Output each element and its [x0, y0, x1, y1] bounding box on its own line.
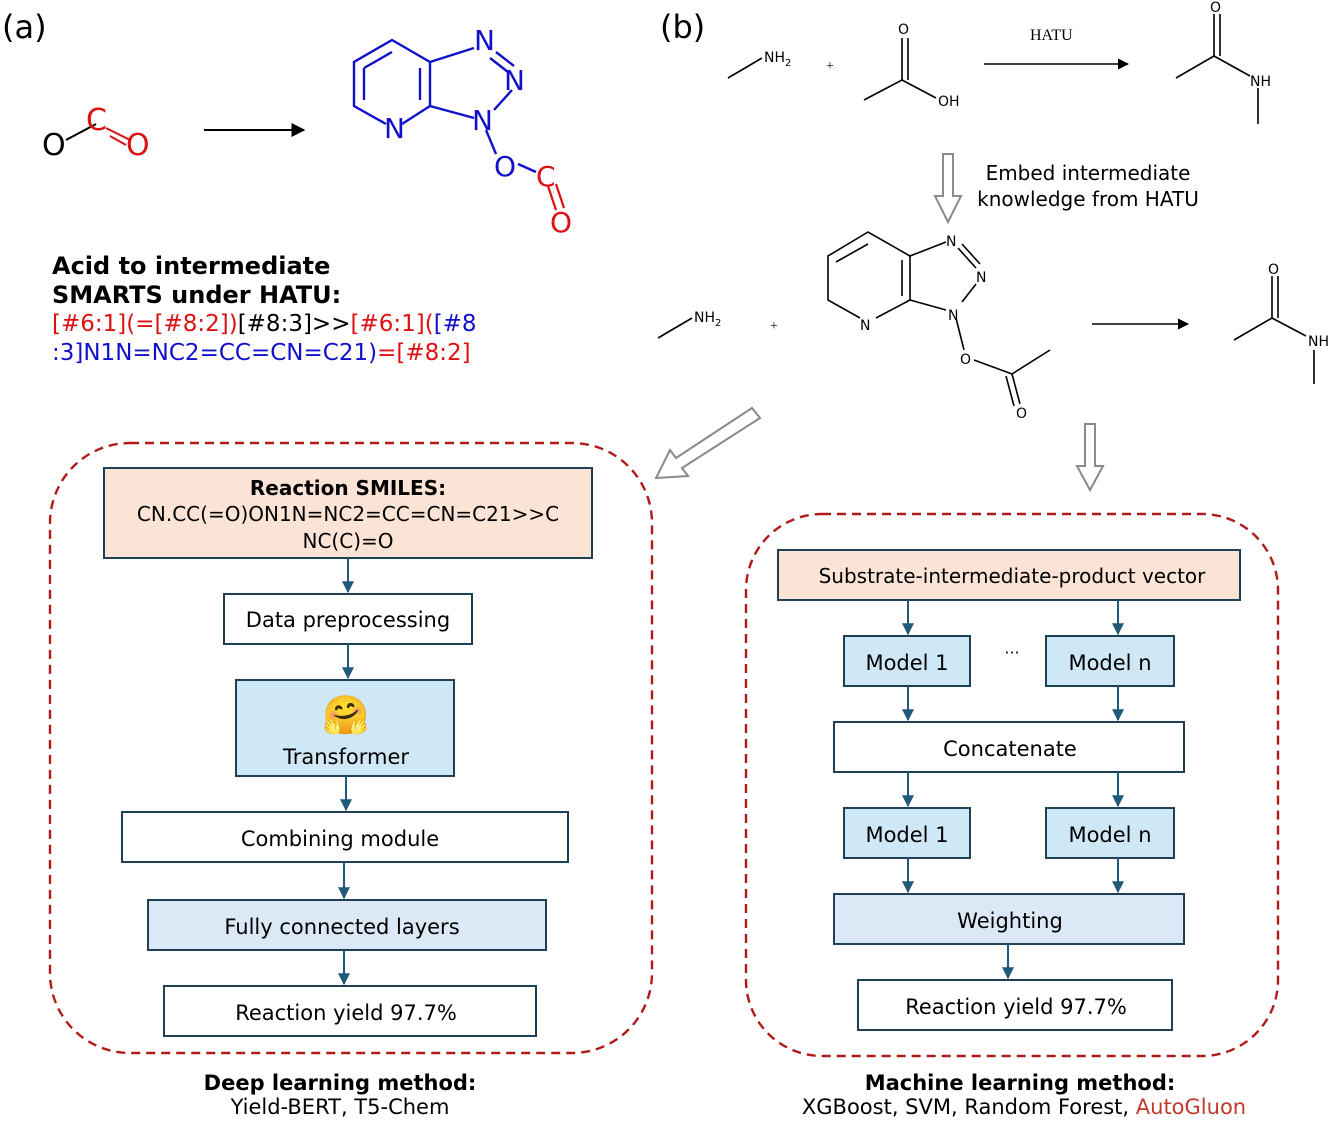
atom-o: O [960, 352, 971, 368]
ellipsis: ··· [1004, 643, 1019, 662]
atom-n: N [474, 24, 495, 57]
transformer-label: Transformer [282, 745, 409, 769]
model1-label: Model 1 [865, 823, 948, 847]
intermediate-carbonyl [546, 183, 566, 211]
embed-text-line1: Embed intermediate [986, 161, 1191, 185]
hugging-face-icon: 🤗 [322, 693, 369, 737]
panel-b-label: (b) [660, 8, 705, 46]
atom-nh2: NH2 [694, 310, 721, 329]
transformer-box [235, 679, 455, 777]
deep-caption-models: Yield-BERT, T5-Chem [230, 1095, 450, 1119]
ml-caption-title: Machine learning method: [865, 1071, 1176, 1095]
methylamine-bond [727, 57, 763, 79]
smarts-line1: [#6:1](=[#8:2])[#8:3]>>[#6:1]([#8 [52, 311, 477, 337]
modeln-label: Model n [1068, 651, 1151, 675]
plus-sign: + [770, 319, 778, 334]
smarts-heading-line1: Acid to intermediate [52, 252, 331, 280]
methylamine-bond [657, 317, 693, 339]
smiles-line2: NC(C)=O [303, 529, 394, 553]
panel-a-label: (a) [2, 8, 47, 46]
atom-n: N [384, 112, 405, 145]
smarts-heading-line2: SMARTS under HATU: [52, 281, 342, 309]
modeln-box-top [1045, 635, 1175, 687]
machine-learning-container [744, 512, 1280, 1058]
amide-product [1233, 276, 1315, 384]
atom-nh: NH [1250, 74, 1271, 90]
atom-n: N [946, 234, 956, 250]
atom-o: O [550, 206, 572, 239]
modeln-box-bottom [1045, 807, 1175, 859]
combining-module-label: Combining module [241, 827, 439, 851]
concatenate-box [833, 721, 1185, 773]
atom-n: N [860, 318, 870, 334]
atom-o: O [494, 150, 516, 183]
atom-n: N [948, 308, 958, 324]
combining-module-box [121, 811, 569, 863]
smarts-block: Acid to intermediate SMARTS under HATU: … [52, 252, 612, 368]
fully-connected-box [147, 899, 547, 951]
atom-c: C [86, 103, 107, 138]
amide-product [1175, 14, 1259, 124]
ml-yield-box [857, 979, 1173, 1031]
acetic-acid [863, 38, 937, 101]
atom-o: O [898, 22, 909, 38]
model1-label: Model 1 [865, 651, 948, 675]
hoat-intermediate-atoms: N N N N O [384, 24, 525, 183]
atom-n: N [504, 64, 525, 97]
concatenate-label: Concatenate [943, 737, 1077, 761]
smarts-line2: :3]N1N=NC2=CC=CN=C21)=[#8:2] [52, 340, 471, 366]
atom-o: O [1016, 406, 1027, 422]
atom-oh: OH [938, 94, 960, 110]
hoat-ester-structure [827, 231, 1051, 407]
atom-n: N [472, 104, 493, 137]
deep-yield-label: Reaction yield 97.7% [235, 1001, 457, 1025]
atom-o: O [126, 128, 150, 163]
atom-n: N [976, 270, 986, 286]
plus-sign: + [826, 59, 834, 74]
data-preprocessing-box [223, 593, 473, 645]
fully-connected-label: Fully connected layers [224, 915, 459, 939]
atom-nh2: NH2 [764, 50, 791, 69]
embed-hollow-arrow [933, 153, 963, 225]
data-preprocessing-label: Data preprocessing [246, 608, 450, 632]
vector-label: Substrate-intermediate-product vector [819, 564, 1207, 588]
hoat-intermediate [352, 38, 537, 174]
ml-yield-label: Reaction yield 97.7% [905, 995, 1127, 1019]
deep-yield-box [163, 985, 537, 1037]
atom-o: O [1210, 0, 1221, 16]
reagent-hatu: HATU [1030, 27, 1073, 44]
hollow-arrow-to-deep [654, 406, 762, 480]
smiles-line1: CN.CC(=O)ON1N=NC2=CC=CN=C21>>C [137, 502, 559, 526]
ml-caption-models: XGBoost, SVM, Random Forest, AutoGluon [802, 1095, 1246, 1119]
acid-fragment: O C O [42, 103, 150, 163]
embed-text-line2: knowledge from HATU [977, 187, 1199, 211]
weighting-label: Weighting [957, 909, 1063, 933]
deep-caption-title: Deep learning method: [204, 1071, 477, 1095]
atom-o: O [42, 128, 66, 163]
reaction-smiles-box [103, 467, 593, 559]
hollow-arrow-to-ml [1075, 423, 1105, 493]
vector-box [777, 549, 1241, 601]
deep-learning-container [48, 441, 654, 1055]
atom-nh: NH [1308, 334, 1329, 350]
modeln-label: Model n [1068, 823, 1151, 847]
atom-c: C [536, 160, 556, 193]
atom-o: O [1268, 262, 1279, 278]
smiles-title: Reaction SMILES: [250, 476, 446, 500]
